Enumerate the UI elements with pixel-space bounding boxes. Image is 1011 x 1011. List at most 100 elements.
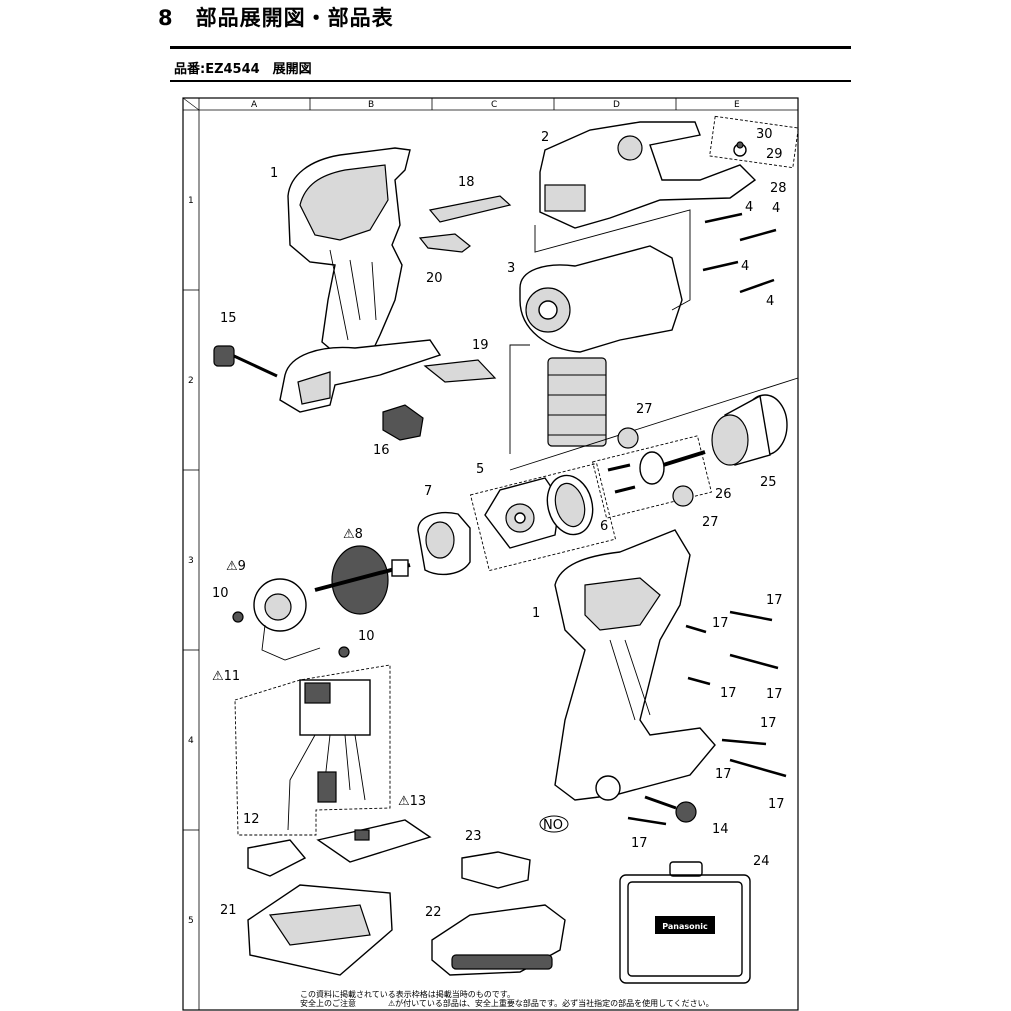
diagram-subtitle: 品番:EZ4544 展開図 xyxy=(174,62,312,77)
battery-cap-23-drawing xyxy=(461,851,531,889)
brush-plate-drawing xyxy=(428,195,512,223)
gear-housing-drawing xyxy=(519,245,683,447)
callout-12: 12 xyxy=(243,812,260,827)
callout-17a: 17 xyxy=(766,593,783,608)
plate-13-connector xyxy=(354,829,370,841)
shaft-26-drawing xyxy=(607,450,706,494)
callout-20: 20 xyxy=(426,271,443,286)
parts-28-30-group xyxy=(709,115,799,169)
callout-17c: 17 xyxy=(720,686,737,701)
left-housing-drawing xyxy=(279,147,442,413)
callout-26: 26 xyxy=(715,487,732,502)
callout-30: 30 xyxy=(756,127,773,142)
callout-27a: 27 xyxy=(636,402,653,417)
screw-10a-drawing xyxy=(232,611,244,623)
callout-25: 25 xyxy=(760,475,777,490)
switch-cover-drawing xyxy=(382,404,424,441)
carry-case-24-drawing: Panasonic xyxy=(619,861,751,984)
callout-17g: 17 xyxy=(768,797,785,812)
note-line-1: この資料に掲載されている表示枠格は掲載当時のものです。 xyxy=(300,990,515,999)
gear-27b-drawing xyxy=(672,485,694,507)
pin-30-drawing xyxy=(736,141,744,149)
callout-17f: 17 xyxy=(715,767,732,782)
callout-10b: 10 xyxy=(358,629,375,644)
screws-17-drawing xyxy=(627,610,787,826)
callout-18: 18 xyxy=(458,175,475,190)
callout-9: ⚠9 xyxy=(226,559,246,574)
parts-26-group xyxy=(592,435,712,519)
knob-14-drawing xyxy=(644,795,697,823)
callout-4b: 4 xyxy=(772,201,780,216)
title-rule xyxy=(170,46,851,49)
callout-17e: 17 xyxy=(760,716,777,731)
ring-gear-6-drawing xyxy=(546,474,594,536)
label-plate-drawing xyxy=(423,359,497,383)
callout-4a: 4 xyxy=(745,200,753,215)
callout-23: 23 xyxy=(465,829,482,844)
parts-11-group xyxy=(234,664,391,836)
grid-row-3: 3 xyxy=(188,556,194,566)
callout-10a: 10 xyxy=(212,586,229,601)
callout-19: 19 xyxy=(472,338,489,353)
callout-2: 2 xyxy=(541,130,549,145)
grid-col-d: D xyxy=(613,100,620,110)
callout-1-lower: 1 xyxy=(532,606,540,621)
callout-17b: 17 xyxy=(712,616,729,631)
subtitle-rule xyxy=(170,80,851,82)
callout-11: ⚠11 xyxy=(212,669,240,684)
no-badge-label: NO xyxy=(543,818,563,833)
callout-3: 3 xyxy=(507,261,515,276)
terminal-12-drawing xyxy=(247,839,307,877)
screw-15-drawing xyxy=(213,345,278,378)
callout-6: 6 xyxy=(600,519,608,534)
diagram-frame xyxy=(182,97,799,1011)
case-25-drawing xyxy=(711,394,788,466)
page-title: 8 部品展開図・部品表 xyxy=(158,6,394,30)
callout-22: 22 xyxy=(425,905,442,920)
callout-21: 21 xyxy=(220,903,237,918)
parts-5-group xyxy=(469,462,617,572)
plate-13-drawing xyxy=(316,819,432,863)
gear-5-drawing xyxy=(484,477,561,549)
callout-13: ⚠13 xyxy=(398,794,426,809)
callout-14: 14 xyxy=(712,822,729,837)
top-cover-drawing xyxy=(539,121,757,229)
right-housing-drawing xyxy=(554,529,716,801)
screw-10b-drawing xyxy=(338,646,350,658)
callout-15: 15 xyxy=(220,311,237,326)
bracket-7-drawing xyxy=(417,512,471,576)
note-line-2: 安全上のご注意 ⚠が付いている部品は、安全上重要な部品です。必ず当社指定の部品を… xyxy=(300,999,714,1008)
callout-1-upper: 1 xyxy=(270,166,278,181)
callout-16: 16 xyxy=(373,443,390,458)
grid-row-2: 2 xyxy=(188,376,194,386)
callout-7: 7 xyxy=(424,484,432,499)
grid-col-e: E xyxy=(734,100,740,110)
callout-4d: 4 xyxy=(766,294,774,309)
callout-24: 24 xyxy=(753,854,770,869)
grid-col-a: A xyxy=(251,100,258,110)
no-badge-outline xyxy=(539,815,569,833)
callout-29: 29 xyxy=(766,147,783,162)
gear-27a-drawing xyxy=(617,427,639,449)
brush-holder-9-drawing xyxy=(253,578,321,661)
callout-17h: 17 xyxy=(631,836,648,851)
charger-21-drawing xyxy=(247,884,393,976)
callout-27b: 27 xyxy=(702,515,719,530)
callout-17d: 17 xyxy=(766,687,783,702)
grid-row-4: 4 xyxy=(188,736,194,746)
callout-5: 5 xyxy=(476,462,484,477)
grid-row-1: 1 xyxy=(188,196,194,206)
grid-col-b: B xyxy=(368,100,374,110)
assembly-leader-2 xyxy=(509,377,799,471)
callout-4c: 4 xyxy=(741,259,749,274)
screws-4-drawing xyxy=(702,212,777,294)
callout-8: ⚠8 xyxy=(343,527,363,542)
grid-row-5: 5 xyxy=(188,916,194,926)
assembly-leaders xyxy=(509,209,691,454)
battery-22-drawing xyxy=(431,904,566,976)
case-brand-label: Panasonic xyxy=(662,922,708,931)
grid-col-c: C xyxy=(491,100,497,110)
switch-11-drawing xyxy=(287,679,371,831)
armature-8-drawing xyxy=(314,545,411,615)
